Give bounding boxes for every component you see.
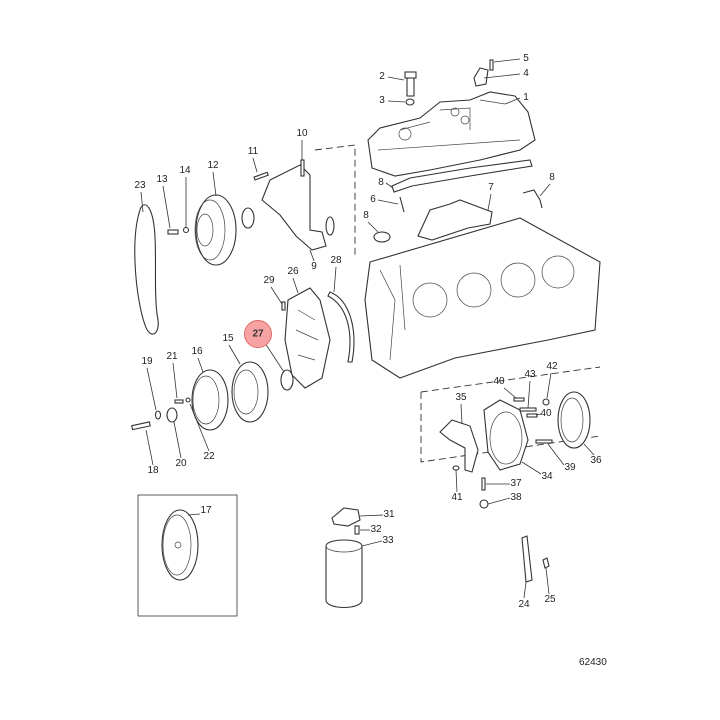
callout-part-26[interactable]: 26 [287, 266, 299, 277]
callout-part-2[interactable]: 2 [379, 71, 385, 82]
callout-part-15[interactable]: 15 [222, 333, 234, 344]
water-pump-pulley[interactable] [194, 194, 237, 266]
bolt-10[interactable] [300, 159, 305, 177]
callout-part-34[interactable]: 34 [541, 471, 553, 482]
washer-14[interactable] [182, 226, 190, 234]
callout-part-25[interactable]: 25 [544, 594, 556, 605]
callout-part-28[interactable]: 28 [330, 255, 342, 266]
callout-part-35[interactable]: 35 [455, 392, 467, 403]
callout-part-41[interactable]: 41 [451, 492, 463, 503]
key-22[interactable] [185, 397, 191, 403]
callout-part-42[interactable]: 42 [546, 361, 558, 372]
callout-part-18[interactable]: 18 [147, 465, 159, 476]
nut-38[interactable] [479, 499, 489, 509]
rear-main-seal[interactable] [557, 391, 591, 449]
callout-part-9[interactable]: 9 [311, 261, 317, 272]
bolt-39[interactable] [535, 439, 553, 444]
valley-cover[interactable] [417, 199, 493, 241]
bolt-29[interactable] [281, 301, 286, 311]
callout-part-20[interactable]: 20 [175, 458, 187, 469]
callout-part-1[interactable]: 1 [523, 92, 529, 103]
callout-part-38[interactable]: 38 [510, 492, 522, 503]
callout-part-21[interactable]: 21 [166, 351, 178, 362]
callout-part-12[interactable]: 12 [207, 160, 219, 171]
callout-part-32[interactable]: 32 [370, 524, 382, 535]
bolt-43[interactable] [519, 407, 537, 412]
gasket-8-right[interactable] [522, 189, 543, 209]
stud-6[interactable] [399, 196, 405, 213]
alternate-pulley[interactable] [161, 509, 199, 581]
callout-part-29[interactable]: 29 [263, 275, 275, 286]
bolt-11[interactable] [253, 171, 269, 181]
callout-part-24[interactable]: 24 [518, 599, 530, 610]
intake-manifold[interactable] [367, 91, 536, 177]
callout-part-43[interactable]: 43 [524, 369, 536, 380]
bracket-4[interactable] [473, 67, 489, 87]
fitting-32[interactable] [354, 525, 360, 535]
oil-seal[interactable] [280, 369, 294, 391]
callout-part-33[interactable]: 33 [382, 535, 394, 546]
highlighted-part-marker[interactable] [244, 320, 272, 348]
callout-part-37[interactable]: 37 [510, 478, 522, 489]
washer-3[interactable] [405, 98, 415, 106]
bolt-13[interactable] [167, 229, 179, 235]
callout-part-39[interactable]: 39 [564, 462, 576, 473]
filter-adapter[interactable] [331, 507, 361, 527]
dipstick-bracket[interactable] [521, 535, 533, 583]
callout-part-5[interactable]: 5 [523, 53, 529, 64]
callout-part-40[interactable]: 40 [540, 408, 552, 419]
callout-part-31[interactable]: 31 [383, 509, 395, 520]
callout-part-8[interactable]: 8 [378, 177, 384, 188]
stud-37[interactable] [481, 477, 486, 491]
gasket-water-pump[interactable] [325, 216, 335, 236]
leader-lines [140, 58, 595, 599]
engine-block[interactable] [364, 217, 601, 379]
highlighted-part-number[interactable]: 27 [252, 328, 264, 340]
oil-filter[interactable] [325, 539, 363, 609]
callout-part-3[interactable]: 3 [379, 95, 385, 106]
rear-main-seal-housing[interactable] [483, 399, 529, 471]
callout-part-40[interactable]: 40 [493, 376, 505, 387]
gasket-35[interactable] [439, 419, 479, 473]
callout-part-19[interactable]: 19 [141, 356, 153, 367]
assembly-guide-dashed [314, 144, 601, 463]
harmonic-balancer[interactable] [191, 369, 229, 431]
callout-part-11[interactable]: 11 [247, 146, 259, 157]
callout-part-4[interactable]: 4 [523, 68, 529, 79]
callout-part-7[interactable]: 7 [488, 182, 494, 193]
callout-part-36[interactable]: 36 [590, 455, 602, 466]
callout-part-13[interactable]: 13 [156, 174, 168, 185]
bolt-40-mid[interactable] [526, 413, 538, 418]
water-pump[interactable] [241, 164, 327, 251]
drive-belt[interactable] [134, 204, 159, 335]
bolt-5[interactable] [489, 59, 494, 71]
screw-25[interactable] [542, 557, 550, 569]
figure-id: 62430 [579, 657, 607, 668]
callout-part-17[interactable]: 17 [200, 505, 212, 516]
washer-19[interactable] [154, 410, 162, 420]
callout-part-8[interactable]: 8 [549, 172, 555, 183]
timing-cover[interactable] [284, 287, 331, 389]
bolt-21[interactable] [174, 399, 184, 404]
washer-20[interactable] [166, 407, 178, 423]
crankshaft-pulley[interactable] [231, 361, 269, 423]
pin-41[interactable] [452, 465, 460, 471]
callout-part-22[interactable]: 22 [203, 451, 215, 462]
callout-part-10[interactable]: 10 [296, 128, 308, 139]
bolt-18[interactable] [131, 421, 151, 431]
inset-box [137, 494, 238, 617]
callout-part-8[interactable]: 8 [363, 210, 369, 221]
nut-42[interactable] [542, 398, 550, 406]
bolt-40-top[interactable] [513, 397, 525, 402]
callout-part-6[interactable]: 6 [370, 194, 376, 205]
gasket-8-left[interactable] [373, 231, 391, 243]
callout-part-14[interactable]: 14 [179, 165, 191, 176]
manifold-gasket[interactable] [391, 159, 533, 193]
timing-cover-gasket[interactable] [327, 291, 355, 363]
callout-part-23[interactable]: 23 [134, 180, 146, 191]
bolt-2[interactable] [404, 71, 417, 97]
callout-part-16[interactable]: 16 [191, 346, 203, 357]
